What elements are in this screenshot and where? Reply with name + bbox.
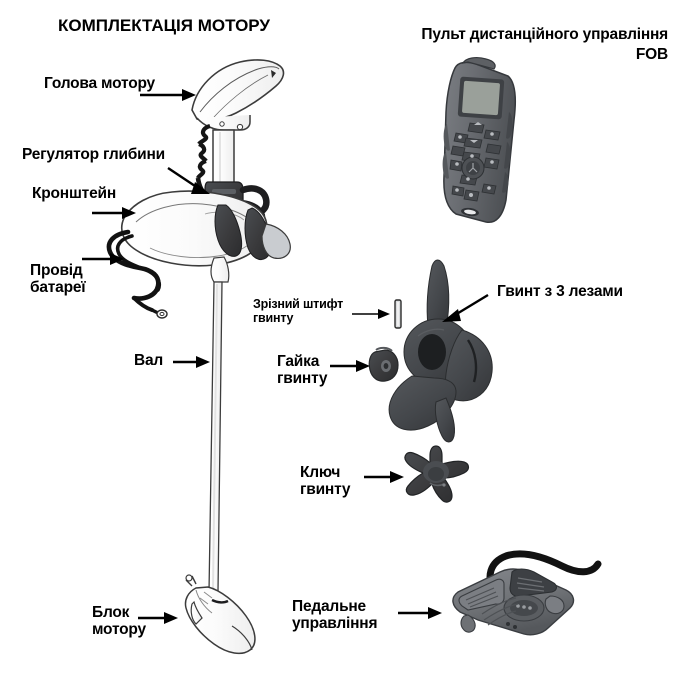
label-foot-pedal: Педальне управління <box>292 598 378 633</box>
label-motor-head: Голова мотору <box>44 75 155 92</box>
label-motor-unit: Блок мотору <box>92 604 146 639</box>
remote-control-illustration <box>442 57 517 224</box>
battery-cable-illustration <box>106 229 162 315</box>
label-battery-cable: Провід батареї <box>30 262 86 297</box>
label-propeller: Гвинт з 3 лезами <box>497 283 623 300</box>
arrow-motor-unit <box>138 612 178 624</box>
foot-pedal-illustration <box>452 550 602 636</box>
shear-pin-illustration <box>394 299 402 329</box>
label-prop-nut: Гайка гвинту <box>277 353 328 388</box>
arrow-prop-wrench <box>364 471 404 483</box>
arrow-shear-pin <box>352 309 390 319</box>
arrow-prop-nut <box>330 360 370 372</box>
arrow-shaft <box>173 356 210 368</box>
remote-title-line1: Пульт дистанційного управління <box>421 26 668 43</box>
leader-arrows <box>82 89 489 624</box>
motor-unit-illustration <box>184 574 256 655</box>
arrow-propeller <box>442 293 489 322</box>
arrow-battery-cable <box>82 253 124 265</box>
propeller-wrench-illustration <box>404 445 470 503</box>
page-title: КОМПЛЕКТАЦІЯ МОТОРУ <box>58 16 270 35</box>
label-shear-pin: Зрізний штифт гвинту <box>253 297 344 325</box>
label-prop-wrench: Ключ гвинту <box>300 464 351 499</box>
arrow-foot-pedal <box>398 607 442 619</box>
cable-terminal-illustration <box>156 309 168 319</box>
label-bracket: Кронштейн <box>32 185 116 202</box>
label-shaft: Вал <box>134 352 164 369</box>
motor-head-illustration <box>191 59 285 187</box>
propeller-illustration <box>388 259 493 443</box>
bracket-illustration <box>120 190 291 283</box>
arrow-motor-head <box>140 89 196 101</box>
propeller-nut-illustration <box>368 346 399 382</box>
shaft-illustration <box>208 281 223 593</box>
label-depth-adjuster: Регулятор глибини <box>22 146 166 163</box>
remote-title-line2: FOB <box>635 46 668 63</box>
arrow-depth-adjuster <box>167 167 210 194</box>
arrow-bracket <box>92 207 136 219</box>
